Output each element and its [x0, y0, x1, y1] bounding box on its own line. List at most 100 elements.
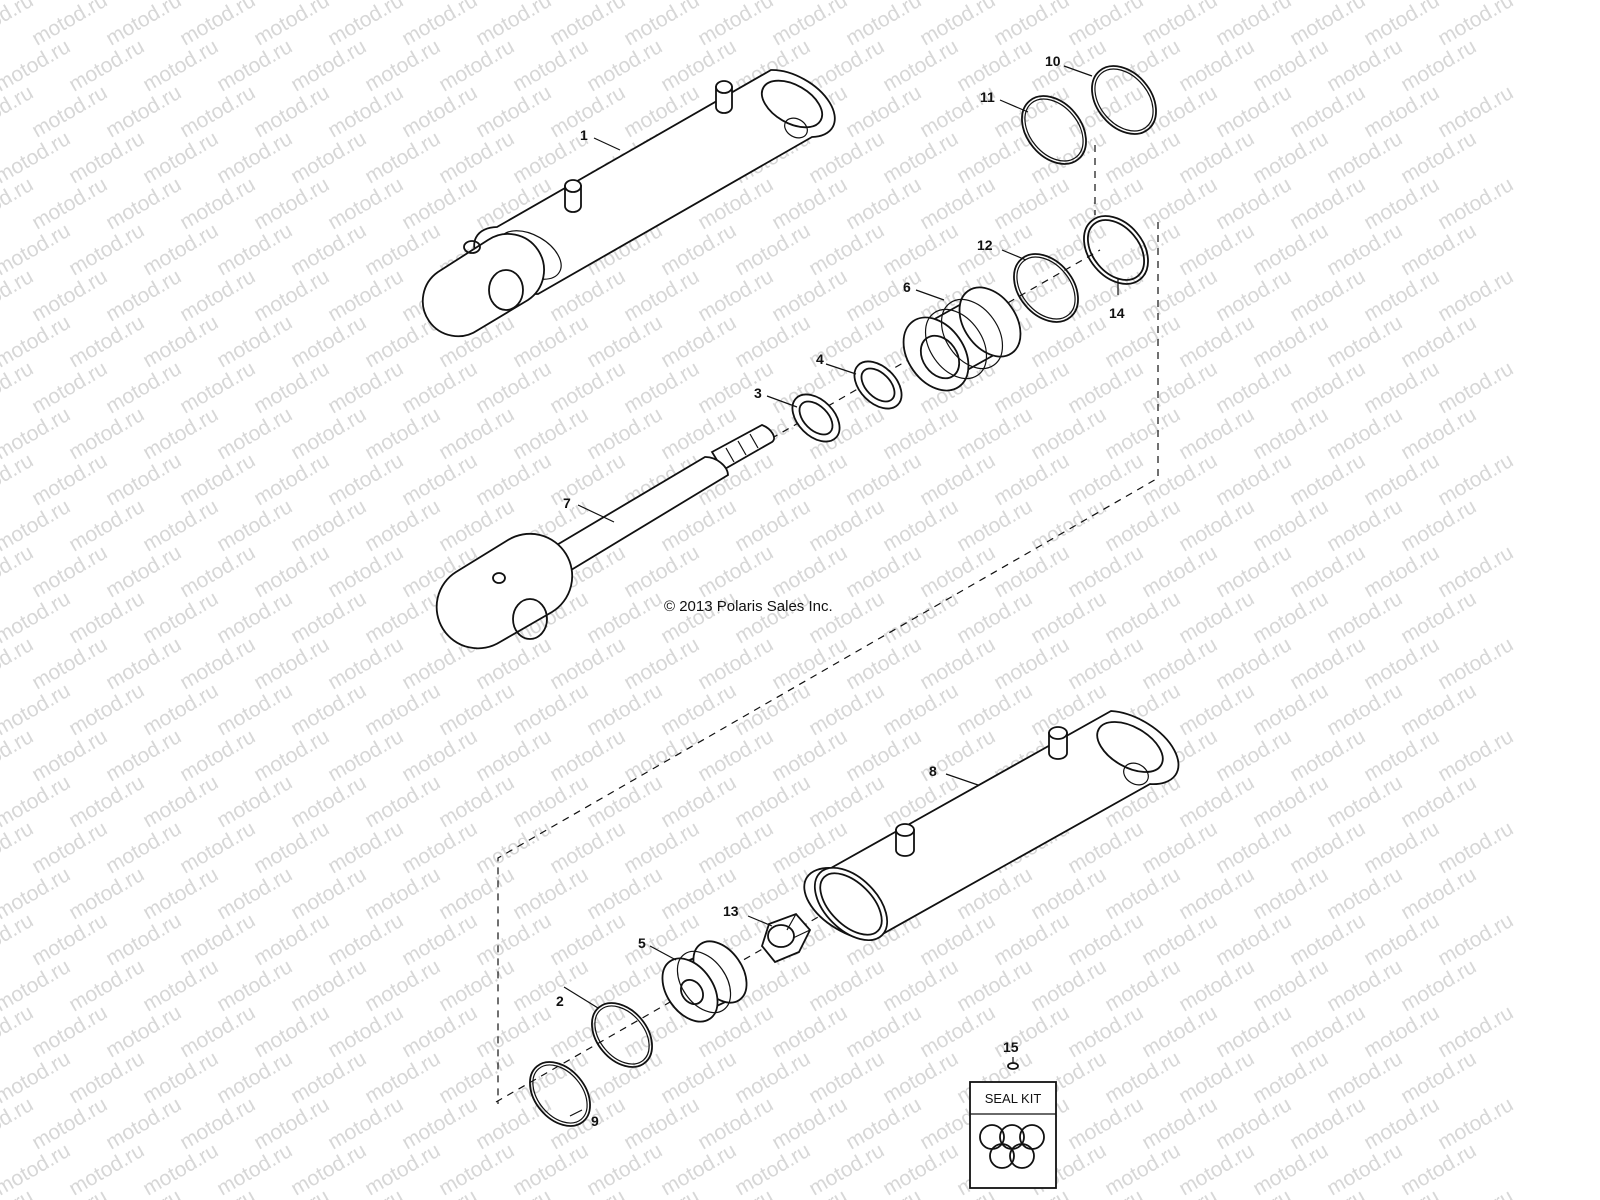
- watermark-text: motod.ru: [28, 1001, 111, 1062]
- watermark-text: motod.ru: [398, 449, 481, 510]
- watermark-text: motod.ru: [176, 173, 259, 234]
- watermark-text: motod.ru: [768, 1001, 851, 1062]
- watermark-text: motod.ru: [953, 127, 1036, 188]
- watermark-text: motod.ru: [1360, 265, 1443, 326]
- watermark-text: motod.ru: [176, 0, 259, 50]
- watermark-text: motod.ru: [1323, 679, 1406, 740]
- watermark-text: motod.ru: [768, 449, 851, 510]
- watermark-text: motod.ru: [1286, 0, 1369, 50]
- watermark-text: motod.ru: [102, 725, 185, 786]
- part-12-ring: [1013, 253, 1079, 323]
- watermark-text: motod.ru: [509, 1139, 592, 1200]
- watermark-text: motod.ru: [953, 587, 1036, 648]
- watermark-text: motod.ru: [1212, 633, 1295, 694]
- watermark-text: motod.ru: [1323, 863, 1406, 924]
- watermark-text: motod.ru: [65, 587, 148, 648]
- watermark-text: motod.ru: [176, 1093, 259, 1154]
- watermark-text: motod.ru: [287, 35, 370, 96]
- watermark-text: motod.ru: [472, 909, 555, 970]
- watermark-text: motod.ru: [1249, 955, 1332, 1016]
- watermark-text: motod.ru: [287, 587, 370, 648]
- part-6-gland: [902, 286, 1022, 392]
- watermark-text: motod.ru: [1323, 219, 1406, 280]
- watermark-text: motod.ru: [1101, 403, 1184, 464]
- watermark-text: motod.ru: [213, 311, 296, 372]
- watermark-text: motod.ru: [324, 725, 407, 786]
- watermark-text: motod.ru: [176, 357, 259, 418]
- watermark-text: motod.ru: [28, 173, 111, 234]
- watermark-text: motod.ru: [1064, 0, 1147, 50]
- watermark-text: motod.ru: [250, 633, 333, 694]
- watermark-text: motod.ru: [1249, 403, 1332, 464]
- watermark-text: motod.ru: [1064, 357, 1147, 418]
- watermark-text: motod.ru: [1323, 403, 1406, 464]
- watermark-text: motod.ru: [1212, 1001, 1295, 1062]
- watermark-text: motod.ru: [324, 817, 407, 878]
- watermark-text: motod.ru: [139, 35, 222, 96]
- watermark-text: motod.ru: [768, 1093, 851, 1154]
- watermark-text: motod.ru: [1434, 1093, 1517, 1154]
- watermark-text: motod.ru: [65, 679, 148, 740]
- watermark-text: motod.ru: [990, 0, 1073, 50]
- watermark-text: motod.ru: [842, 1093, 925, 1154]
- callout-5: 5: [638, 935, 646, 951]
- watermark-text: motod.ru: [1212, 173, 1295, 234]
- watermark-text: motod.ru: [250, 1001, 333, 1062]
- watermark-text: motod.ru: [731, 1139, 814, 1200]
- watermark-text: motod.ru: [139, 127, 222, 188]
- watermark-text: motod.ru: [694, 633, 777, 694]
- watermark-text: motod.ru: [1138, 633, 1221, 694]
- watermark-text: motod.ru: [805, 35, 888, 96]
- watermark-text: motod.ru: [657, 219, 740, 280]
- watermark-text: motod.ru: [657, 771, 740, 832]
- watermark-text: motod.ru: [694, 817, 777, 878]
- watermark-text: motod.ru: [694, 1093, 777, 1154]
- watermark-text: motod.ru: [1101, 1139, 1184, 1200]
- watermark-text: motod.ru: [879, 127, 962, 188]
- callout-labels: 1 2 3 4 5 6 7 8 9 10 11 12 13 14 15: [556, 53, 1125, 1129]
- watermark-text: motod.ru: [1101, 863, 1184, 924]
- watermark-text: motod.ru: [472, 817, 555, 878]
- watermark-text: motod.ru: [28, 357, 111, 418]
- watermark-text: motod.ru: [435, 863, 518, 924]
- watermark-text: motod.ru: [1360, 1001, 1443, 1062]
- watermark-text: motod.ru: [65, 1139, 148, 1200]
- watermark-text: motod.ru: [1175, 35, 1258, 96]
- callout-7: 7: [563, 495, 571, 511]
- watermark-text: motod.ru: [65, 35, 148, 96]
- watermark-text: motod.ru: [102, 633, 185, 694]
- watermark-text: motod.ru: [990, 541, 1073, 602]
- watermark-text: motod.ru: [176, 817, 259, 878]
- watermark-text: motod.ru: [1286, 633, 1369, 694]
- callout-1: 1: [580, 127, 588, 143]
- watermark-text: motod.ru: [324, 1093, 407, 1154]
- watermark-text: motod.ru: [361, 1139, 444, 1200]
- watermark-text: motod.ru: [694, 725, 777, 786]
- watermark-text: motod.ru: [990, 909, 1073, 970]
- watermark-text: motod.ru: [1064, 173, 1147, 234]
- watermark-text: motod.ru: [398, 81, 481, 142]
- watermark-text: motod.ru: [213, 1047, 296, 1108]
- watermark-text: motod.ru: [1212, 449, 1295, 510]
- watermark-text: motod.ru: [1138, 173, 1221, 234]
- watermark-text: motod.ru: [472, 725, 555, 786]
- watermark-text: motod.ru: [213, 403, 296, 464]
- watermark-text: motod.ru: [694, 357, 777, 418]
- watermark-text: motod.ru: [435, 127, 518, 188]
- watermark-text: motod.ru: [176, 81, 259, 142]
- watermark-text: motod.ru: [65, 771, 148, 832]
- callout-10: 10: [1045, 53, 1061, 69]
- watermark-text: motod.ru: [842, 633, 925, 694]
- watermark-text: motod.ru: [361, 495, 444, 556]
- watermark-text: motod.ru: [879, 35, 962, 96]
- watermark-text: motod.ru: [879, 587, 962, 648]
- watermark-text: motod.ru: [842, 449, 925, 510]
- watermark-text: motod.ru: [1434, 0, 1517, 50]
- watermark-text: motod.ru: [1175, 127, 1258, 188]
- watermark-text: motod.ru: [990, 173, 1073, 234]
- watermark-text: motod.ru: [250, 817, 333, 878]
- watermark-text: motod.ru: [509, 955, 592, 1016]
- watermark-text: motod.ru: [1397, 1139, 1480, 1200]
- watermark-text: motod.ru: [176, 725, 259, 786]
- part-14-ring: [1083, 215, 1149, 285]
